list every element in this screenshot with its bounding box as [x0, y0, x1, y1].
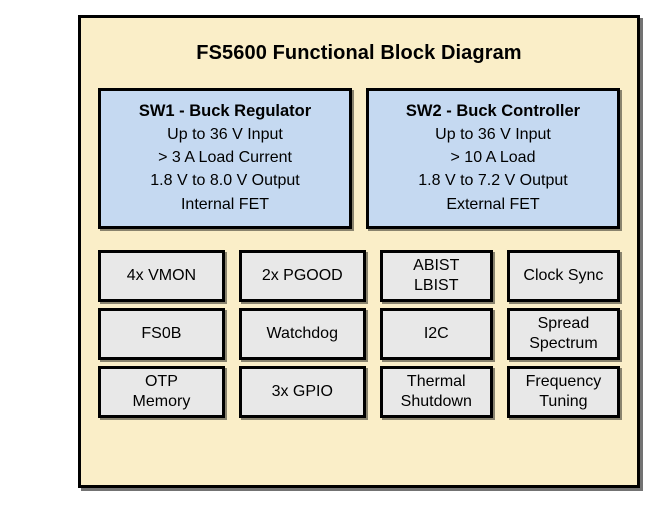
feature-cell-thermal-shutdown: Thermal Shutdown: [379, 365, 493, 418]
feature-cell-spread-spectrum-line2: Spectrum: [529, 334, 598, 352]
feature-cell-frequency-tuning: Frequency Tuning: [506, 365, 620, 418]
switcher-block-sw2-spec-1: Up to 36 V Input: [435, 126, 551, 144]
feature-cell-i2c-line1: I2C: [423, 324, 449, 342]
switcher-block-sw2-spec-3: 1.8 V to 7.2 V Output: [418, 172, 568, 190]
diagram-title: FS5600 Functional Block Diagram: [196, 42, 522, 64]
switcher-block-sw2-spec-2: > 10 A Load: [450, 149, 536, 167]
switcher-block-sw2-spec-4: External FET: [446, 195, 540, 213]
feature-row: OTP Memory 3x GPIO Thermal Shutdown Freq…: [98, 365, 620, 418]
feature-cell-otp-memory: OTP Memory: [98, 365, 225, 418]
switcher-block-sw1-spec-4: Internal FET: [180, 195, 270, 213]
switcher-block-sw1-spec-3: 1.8 V to 8.0 V Output: [150, 172, 300, 190]
feature-cell-frequency-tuning-line2: Tuning: [539, 392, 588, 410]
switcher-block-sw1: SW1 - Buck Regulator Up to 36 V Input > …: [98, 88, 352, 229]
feature-cell-thermal-shutdown-line1: Thermal: [406, 373, 466, 391]
feature-cell-frequency-tuning-line1: Frequency: [525, 373, 602, 391]
functional-block-diagram: FS5600 Functional Block Diagram SW1 - Bu…: [78, 15, 640, 488]
feature-cell-watchdog: Watchdog: [238, 307, 366, 360]
feature-cell-otp-memory-line1: OTP: [144, 373, 178, 391]
feature-cell-watchdog-line1: Watchdog: [266, 324, 338, 342]
switcher-block-sw2-heading: SW2 - Buck Controller: [405, 102, 581, 120]
feature-grid: 4x VMON 2x PGOOD ABIST LBIST Clock Sync …: [98, 249, 620, 418]
switcher-block-sw1-spec-1: Up to 36 V Input: [167, 126, 283, 144]
switcher-block-sw2: SW2 - Buck Controller Up to 36 V Input >…: [366, 88, 620, 229]
feature-cell-i2c: I2C: [379, 307, 493, 360]
feature-cell-otp-memory-line2: Memory: [132, 392, 191, 410]
feature-row: 4x VMON 2x PGOOD ABIST LBIST Clock Sync: [98, 249, 620, 302]
feature-cell-fs0b: FS0B: [98, 307, 225, 360]
switcher-block-row: SW1 - Buck Regulator Up to 36 V Input > …: [98, 88, 620, 229]
feature-cell-clock-sync-line1: Clock Sync: [523, 266, 604, 284]
feature-cell-spread-spectrum-line1: Spread: [537, 315, 590, 333]
feature-cell-vmon-line1: 4x VMON: [126, 266, 197, 284]
feature-cell-clock-sync: Clock Sync: [506, 249, 620, 302]
switcher-block-sw1-spec-2: > 3 A Load Current: [158, 149, 292, 167]
switcher-block-sw1-heading: SW1 - Buck Regulator: [138, 102, 312, 120]
feature-cell-abist-lbist-line2: LBIST: [414, 276, 459, 294]
feature-cell-gpio: 3x GPIO: [238, 365, 366, 418]
feature-cell-gpio-line1: 3x GPIO: [271, 382, 333, 400]
feature-cell-thermal-shutdown-line2: Shutdown: [400, 392, 472, 410]
feature-cell-spread-spectrum: Spread Spectrum: [506, 307, 620, 360]
feature-cell-abist-lbist-line1: ABIST: [413, 257, 460, 275]
feature-cell-pgood: 2x PGOOD: [238, 249, 366, 302]
feature-row: FS0B Watchdog I2C Spread Spectrum: [98, 307, 620, 360]
feature-cell-fs0b-line1: FS0B: [141, 324, 182, 342]
feature-cell-vmon: 4x VMON: [98, 249, 225, 302]
feature-cell-abist-lbist: ABIST LBIST: [379, 249, 493, 302]
feature-cell-pgood-line1: 2x PGOOD: [261, 266, 343, 284]
